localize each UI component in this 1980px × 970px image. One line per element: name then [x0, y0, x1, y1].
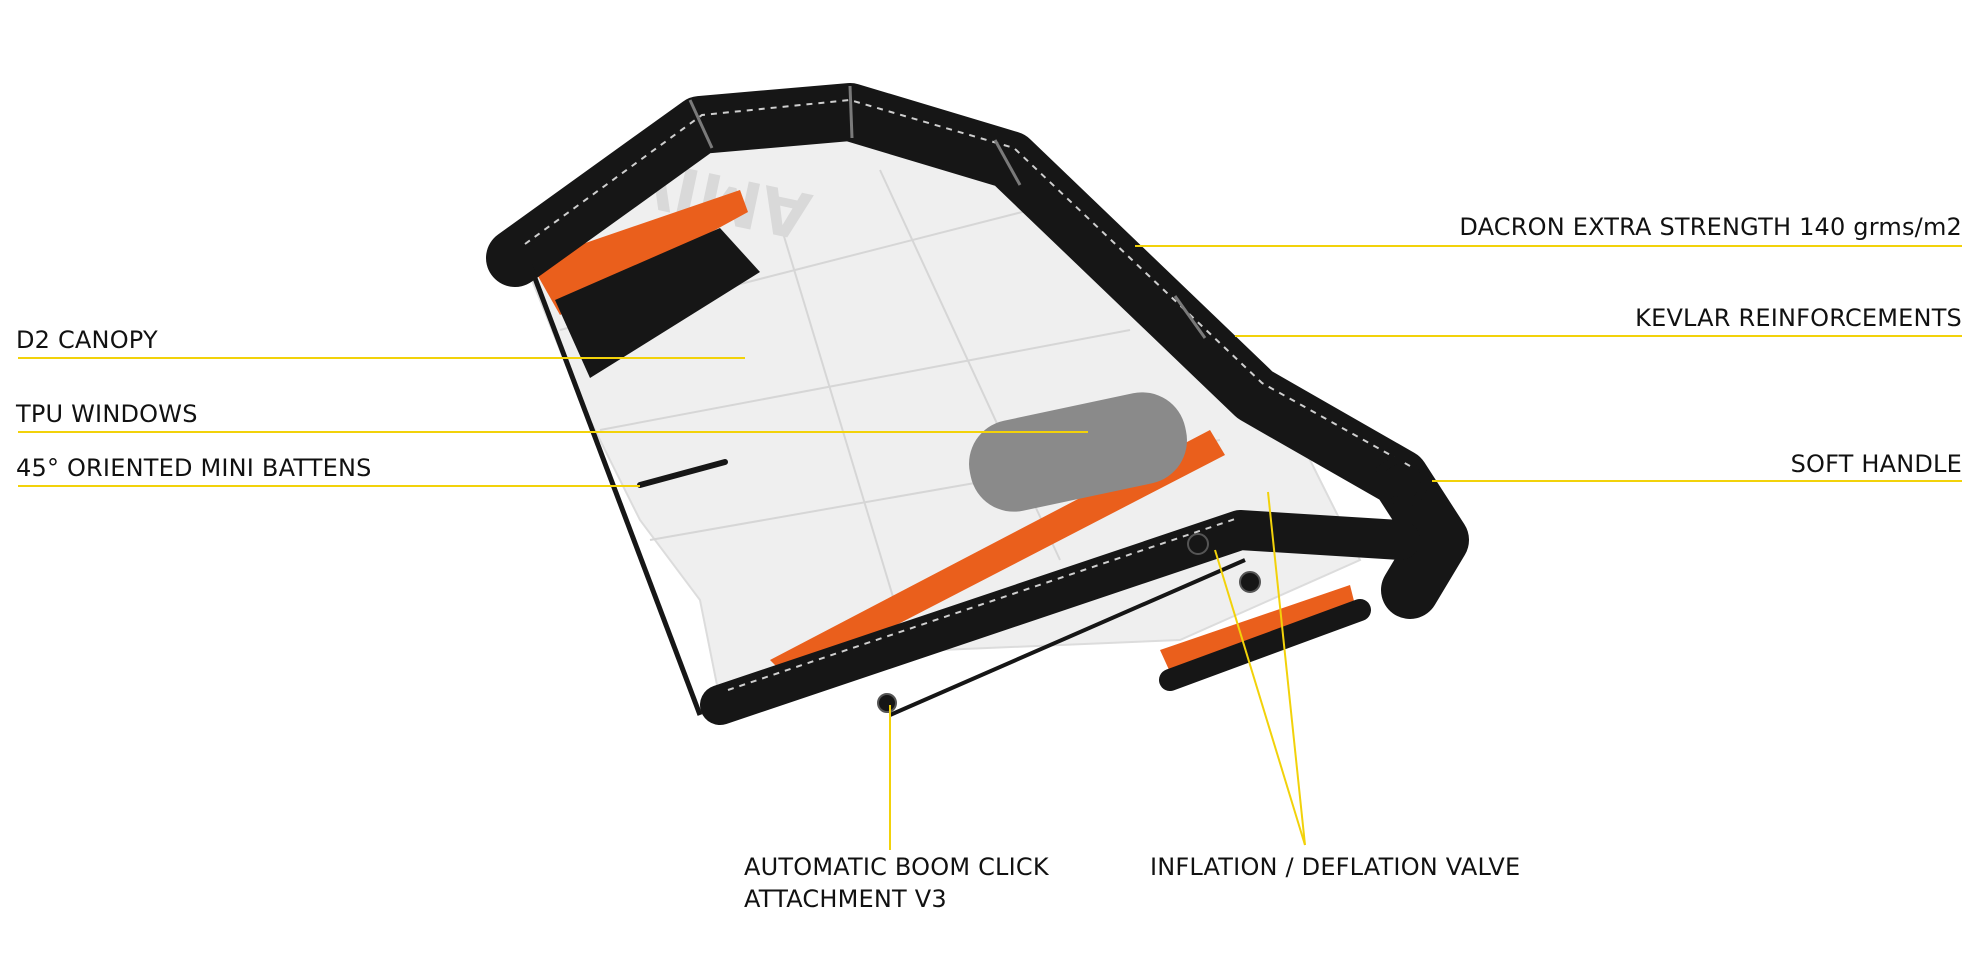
tpu-window [969, 392, 1187, 512]
callout-boom-attachment: AUTOMATIC BOOM CLICK ATTACHMENT V3 [744, 851, 1049, 915]
callout-soft-handle: SOFT HANDLE [1790, 450, 1962, 478]
center-strut [700, 510, 1420, 725]
boom-line [889, 558, 1246, 717]
callout-kevlar: KEVLAR REINFORCEMENTS [1635, 304, 1962, 332]
orange-strip-lower [770, 430, 1225, 680]
soft-handle [1376, 453, 1430, 507]
callout-boom-line-1: AUTOMATIC BOOM CLICK [744, 853, 1049, 881]
valve-cap-1 [1187, 533, 1209, 555]
callout-d2-canopy: D2 CANOPY [16, 326, 158, 354]
trailing-edge [527, 264, 703, 716]
wing-tip-strut [1159, 599, 1371, 691]
boom-attachment-point [877, 693, 897, 713]
leader-line-valve-a [1214, 549, 1306, 846]
center-strut-stitching [727, 517, 1239, 691]
orange-strip-top [530, 190, 748, 315]
canopy-patch [555, 228, 760, 378]
leader-line-valve-b [1267, 491, 1306, 846]
mini-batten [637, 459, 728, 488]
callout-boom-line-2: ATTACHMENT V3 [744, 885, 947, 913]
callout-mini-battens: 45° ORIENTED MINI BATTENS [16, 454, 372, 482]
callout-dacron: DACRON EXTRA STRENGTH 140 grms/m2 [1459, 213, 1962, 241]
valve-cap-2 [1239, 571, 1261, 593]
wing-illustration: AMIV [486, 83, 1469, 725]
orange-strip-tip [1160, 585, 1355, 672]
leader-lines [18, 245, 1962, 850]
callout-valve: INFLATION / DEFLATION VALVE [1150, 853, 1521, 881]
leading-edge-stitching [524, 98, 1411, 467]
callout-tpu-windows: TPU WINDOWS [16, 400, 198, 428]
leading-edge [486, 83, 1469, 619]
leading-edge-seams [688, 85, 1207, 339]
